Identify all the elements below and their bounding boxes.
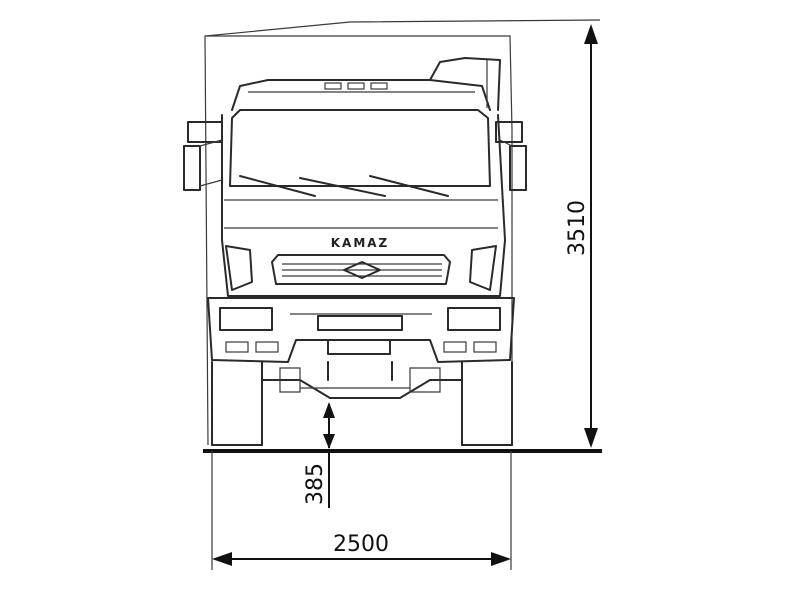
truck-cab: KAMAZ bbox=[221, 57, 506, 297]
height-dimension-label: 3510 bbox=[565, 200, 590, 256]
wheels-and-axle bbox=[211, 361, 513, 446]
clearance-dimension bbox=[323, 402, 335, 508]
width-dimension-label: 2500 bbox=[333, 532, 389, 557]
side-mirrors bbox=[183, 121, 527, 191]
height-dimension bbox=[584, 24, 598, 448]
envelope-outline bbox=[204, 19, 601, 446]
brand-logo-text: KAMAZ bbox=[331, 236, 390, 250]
width-dimension bbox=[211, 451, 512, 570]
front-bumper bbox=[207, 297, 515, 363]
clearance-dimension-label: 385 bbox=[303, 463, 328, 505]
